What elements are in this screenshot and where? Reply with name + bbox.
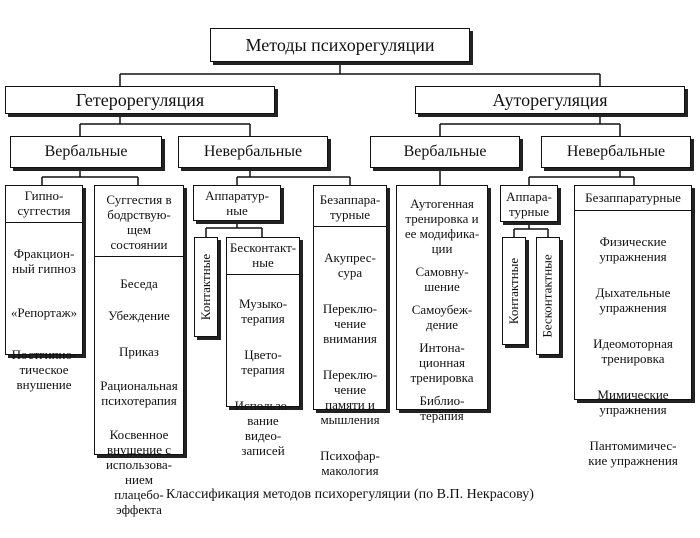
auto-nonverbal-label: Невербальные — [566, 143, 666, 160]
hetero-apparatus-node: Аппаратур- ные — [193, 185, 281, 221]
list-item: Беседа — [120, 276, 158, 291]
hetero-contactless-title: Бесконтакт- ные — [227, 238, 299, 275]
list-item: Мимические упражнения — [597, 387, 669, 417]
list-item: Косвенное внушение с использова- нием пл… — [105, 427, 173, 517]
root-label: Методы психорегуляции — [245, 34, 435, 55]
auto-nonapparatus-items: Физические упражнения Дыхательные упражн… — [588, 211, 678, 489]
auto-verbal-node: Вербальные — [370, 136, 520, 168]
figure-caption: Классификация методов психорегуляции (по… — [0, 487, 700, 503]
list-item: Приказ — [119, 344, 159, 359]
hetero-contactless-items: Музыко- терапия Цвето- терапия Использо-… — [235, 275, 292, 479]
list-item: Аутогенная тренировка и ее модифика- ции — [404, 196, 480, 256]
auto-label: Ауторегуляция — [492, 89, 608, 110]
hetero-node: Гетерорегуляция — [5, 86, 275, 114]
list-item: «Репортаж» — [10, 305, 78, 320]
list-item: Использо- вание видео- записей — [234, 398, 292, 458]
hypnosuggestion-items: Фракцион- ный гипноз «Репортаж» Постгипн… — [11, 223, 77, 413]
hetero-nonapparatus-box: Безаппара- турные Акупрес- сура Переклю-… — [313, 185, 387, 478]
hetero-verbal-node: Вербальные — [10, 136, 162, 168]
hetero-nonapparatus-items: Акупрес- сура Переклю- чение внимания Пе… — [320, 227, 380, 499]
auto-contact-label: Контактные — [506, 257, 522, 325]
list-item: Пантомимичес- кие упражнения — [588, 438, 678, 468]
suggestion-awake-title: Суггестия в бодрствую- щем состоянии — [95, 186, 183, 257]
hypnosuggestion-box: Гипно- суггестия Фракцион- ный гипноз «Р… — [5, 185, 83, 392]
list-item: Постгипно- тическое внушение — [11, 347, 77, 392]
suggestion-awake-box: Суггестия в бодрствую- щем состоянии Бес… — [94, 185, 184, 517]
list-item: Музыко- терапия — [238, 296, 288, 326]
hetero-nonverbal-node: Невербальные — [178, 136, 328, 168]
auto-verbal-label: Вербальные — [403, 143, 487, 160]
list-item: Цвето- терапия — [241, 347, 285, 377]
list-item: Акупрес- сура — [324, 250, 376, 280]
hypnosuggestion-title: Гипно- суггестия — [6, 186, 82, 223]
list-item: Дыхательные упражнения — [595, 285, 671, 315]
list-item: Переклю- чение внимания — [322, 301, 378, 346]
list-item: Рациональная психотерапия — [100, 378, 178, 408]
list-item: Самоубеж- дение — [411, 302, 473, 332]
list-item: Фракцион- ный гипноз — [12, 246, 76, 276]
auto-nonapparatus-title: Безаппаратурные — [575, 186, 691, 211]
auto-node: Ауторегуляция — [415, 86, 685, 114]
auto-nonverbal-node: Невербальные — [541, 136, 691, 168]
hetero-contact-node: Контактные — [194, 237, 218, 337]
connector-lines — [41, 62, 635, 237]
auto-contactless-label: Бесконтактные — [540, 254, 555, 338]
hetero-nonverbal-label: Невербальные — [203, 143, 303, 160]
auto-apparatus-label: Аппара- турные — [506, 188, 552, 219]
list-item: Физические упражнения — [599, 234, 667, 264]
hetero-contactless-box: Бесконтакт- ные Музыко- терапия Цвето- т… — [226, 237, 300, 458]
caption-text: Классификация методов психорегуляции (по… — [166, 487, 534, 502]
hetero-contact-label: Контактные — [198, 253, 214, 321]
suggestion-awake-items: Беседа Убеждение Приказ Рациональная пси… — [100, 257, 177, 538]
list-item: Библио- терапия — [419, 393, 465, 423]
auto-nonapparatus-box: Безаппаратурные Физические упражнения Ды… — [574, 185, 692, 468]
list-item: Переклю- чение памяти и мышления — [320, 367, 380, 427]
hetero-verbal-label: Вербальные — [44, 143, 128, 160]
hetero-apparatus-label: Аппаратур- ные — [205, 188, 269, 218]
auto-contactless-node: Бесконтактные — [536, 237, 560, 355]
hetero-label: Гетерорегуляция — [75, 89, 205, 110]
auto-apparatus-node: Аппара- турные — [500, 185, 558, 222]
list-item: Психофар- макология — [320, 448, 380, 478]
auto-contact-node: Контактные — [502, 237, 526, 345]
auto-verbal-box: Аутогенная тренировка и ее модифика- ции… — [396, 185, 488, 423]
list-item: Интона- ционная тренировка — [410, 340, 474, 385]
list-item: Идеомоторная тренировка — [593, 336, 673, 366]
root-node: Методы психорегуляции — [210, 28, 470, 62]
list-item: Убеждение — [108, 308, 170, 323]
list-item: Самовну- шение — [415, 264, 469, 294]
hetero-nonapparatus-title: Безаппара- турные — [314, 186, 386, 227]
